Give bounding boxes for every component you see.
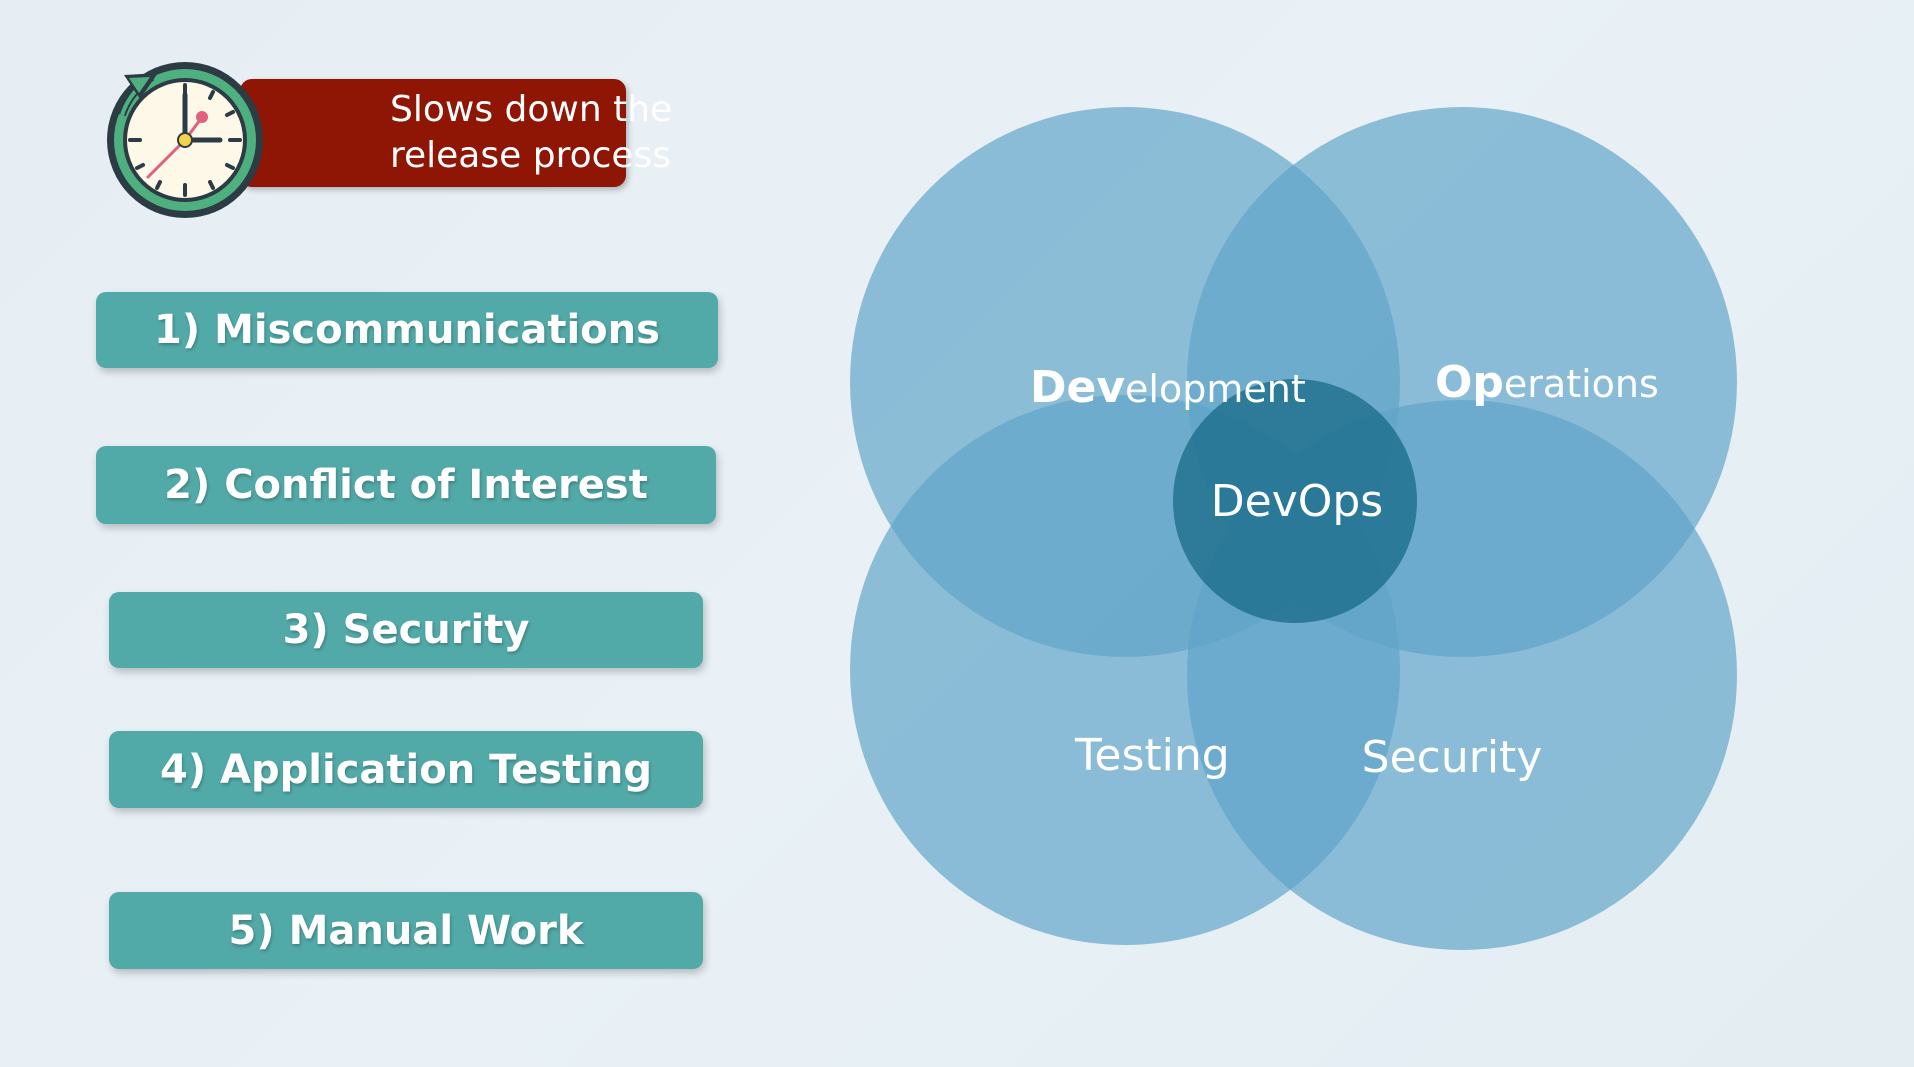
challenge-item-2: 2) Conflict of Interest — [96, 446, 716, 524]
callout-box: Slows down the release process — [240, 79, 672, 187]
callout-line-1: Slows down the — [390, 89, 673, 130]
challenge-item-4: 4) Application Testing — [109, 731, 703, 808]
release-callout: Slows down the release process — [100, 55, 672, 225]
operations-label-rest: erations — [1504, 362, 1659, 406]
development-label: Development — [1030, 362, 1306, 413]
challenge-item-1: 1) Miscommunications — [96, 292, 718, 368]
operations-label-bold: Op — [1435, 357, 1504, 408]
operations-label: Operations — [1435, 357, 1659, 408]
development-label-rest: elopment — [1125, 367, 1306, 411]
callout-line-2: release process — [390, 135, 672, 176]
testing-label: Testing — [1074, 730, 1230, 781]
devops-center-circle — [1173, 379, 1417, 623]
security-label: Security — [1362, 732, 1543, 783]
devops-venn-diagram: Development Operations Testing Security … — [850, 107, 1737, 950]
development-label-bold: Dev — [1030, 362, 1125, 413]
clock-icon — [107, 62, 263, 218]
challenge-item-3: 3) Security — [109, 592, 703, 668]
devops-center-label: DevOps — [1211, 476, 1383, 527]
challenge-item-5: 5) Manual Work — [109, 892, 703, 969]
